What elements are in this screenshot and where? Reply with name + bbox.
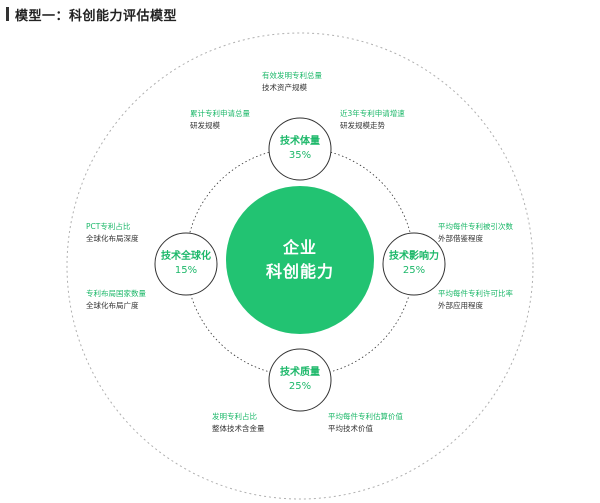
metric-top-2: 累计专利申请总量 研发规模: [190, 108, 250, 132]
metric-desc: 研发规模走势: [340, 121, 385, 130]
node-circle-right: [382, 232, 446, 296]
metric-title: 累计专利申请总量: [190, 109, 250, 118]
node-circle-top: [268, 117, 332, 181]
metric-desc: 全球化布局广度: [86, 301, 139, 310]
metric-top-3: 近3年专利申请增速 研发规模走势: [340, 108, 405, 132]
node-left-weight: 15%: [174, 265, 198, 276]
node-right: 技术影响力 25%: [383, 250, 445, 278]
metric-desc: 外部应用程度: [438, 301, 483, 310]
node-right-weight: 25%: [402, 265, 426, 276]
metric-bottom-1: 发明专利占比 整体技术含金量: [212, 411, 265, 435]
center-circle: [226, 186, 374, 334]
metric-right-2: 平均每件专利许可比率 外部应用程度: [438, 288, 513, 312]
metric-right-1: 平均每件专利被引次数 外部借鉴程度: [438, 221, 513, 245]
node-bottom-name: 技术质量: [280, 367, 320, 378]
node-top-weight: 35%: [288, 150, 312, 161]
node-circle-left: [154, 232, 218, 296]
node-bottom-weight: 25%: [288, 381, 312, 392]
node-right-name: 技术影响力: [389, 251, 439, 262]
title-accent-bar: [6, 7, 9, 21]
metric-desc: 研发规模: [190, 121, 220, 130]
page-title: 模型一：科创能力评估模型: [15, 8, 178, 24]
metric-desc: 平均技术价值: [328, 424, 373, 433]
center-label-line2: 科创能力: [265, 262, 334, 281]
metric-title: 平均每件专利被引次数: [438, 222, 513, 231]
metric-title: PCT专利占比: [86, 222, 131, 231]
metric-left-2: 专利布局国家数量 全球化布局广度: [86, 288, 146, 312]
node-bottom: 技术质量 25%: [269, 366, 331, 394]
metric-left-1: PCT专利占比 全球化布局深度: [86, 221, 139, 245]
metric-desc: 外部借鉴程度: [438, 234, 483, 243]
node-top-name: 技术体量: [280, 136, 320, 147]
center-label: 企业 科创能力: [240, 236, 360, 284]
metric-top-1: 有效发明专利总量 技术资产规模: [262, 70, 322, 94]
outer-dotted-ring: [66, 32, 534, 500]
metric-title: 有效发明专利总量: [262, 71, 322, 80]
metric-title: 发明专利占比: [212, 412, 257, 421]
page-header: 模型一：科创能力评估模型: [6, 6, 178, 24]
metric-bottom-2: 平均每件专利估算价值 平均技术价值: [328, 411, 403, 435]
metric-title: 平均每件专利许可比率: [438, 289, 513, 298]
node-top: 技术体量 35%: [269, 135, 331, 163]
center-label-line1: 企业: [282, 238, 317, 257]
metric-desc: 全球化布局深度: [86, 234, 139, 243]
metric-desc: 技术资产规模: [262, 83, 307, 92]
metric-title: 近3年专利申请增速: [340, 109, 405, 118]
metric-title: 专利布局国家数量: [86, 289, 146, 298]
metric-desc: 整体技术含金量: [212, 424, 265, 433]
node-left: 技术全球化 15%: [155, 250, 217, 278]
node-circle-bottom: [268, 348, 332, 412]
node-left-name: 技术全球化: [161, 251, 211, 262]
metric-title: 平均每件专利估算价值: [328, 412, 403, 421]
